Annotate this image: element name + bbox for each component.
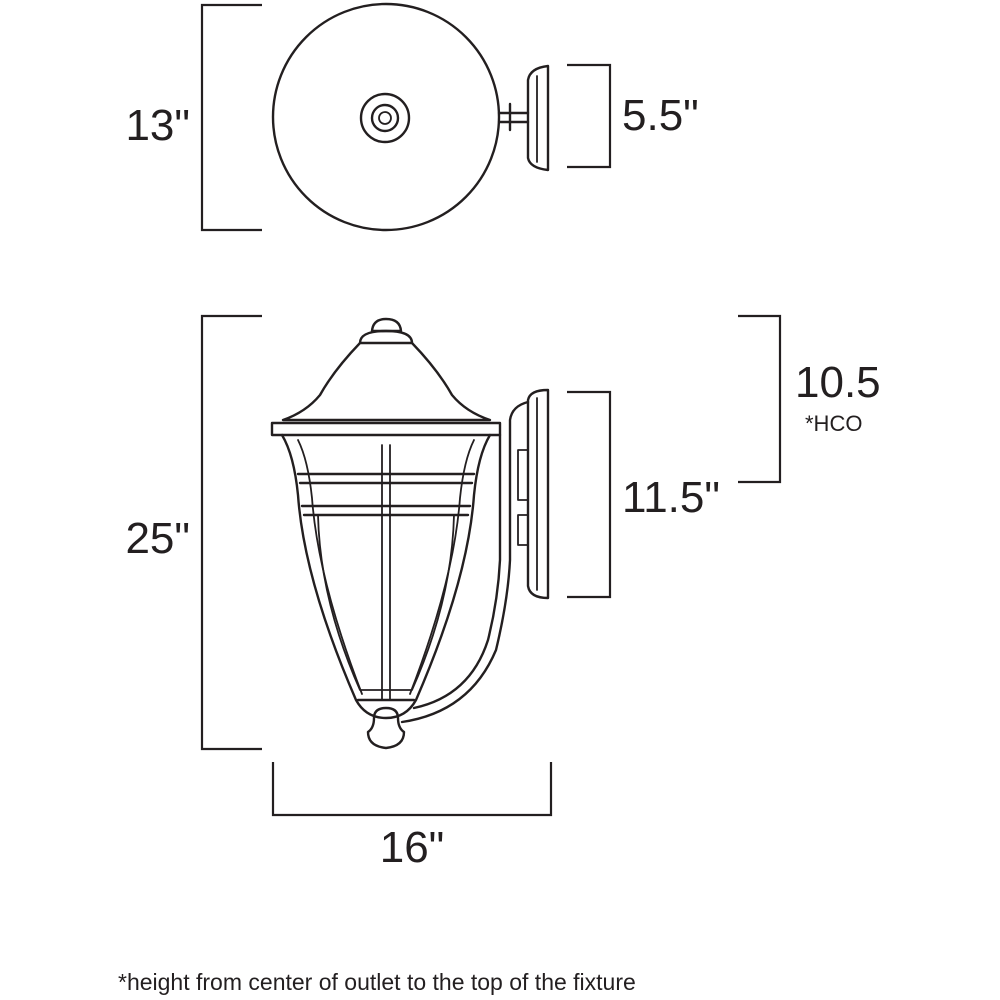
lantern-canopy — [281, 341, 492, 422]
top-view-finial-ring-inner — [370, 103, 400, 133]
depth-dimension-bracket — [200, 3, 262, 232]
hco-note-label: *HCO — [805, 411, 862, 436]
lantern-arm-knuckles — [517, 449, 529, 546]
backplate-width-label: 5.5" — [622, 91, 699, 140]
depth-label: 13" — [125, 101, 190, 150]
lantern-wall-arm — [400, 400, 530, 724]
backplate-height-bracket — [567, 390, 612, 599]
backplate-height-label: 11.5" — [622, 473, 720, 522]
lantern-band-upper — [296, 472, 476, 485]
top-view-finial-center — [378, 111, 392, 125]
lantern-canopy-rim — [270, 421, 502, 437]
hco-value-label: 10.5 — [795, 358, 881, 407]
top-view-backplate — [526, 64, 550, 172]
top-view-finial-ring-outer — [359, 92, 411, 144]
lantern-glass — [317, 514, 455, 691]
top-view-canopy-circle — [271, 2, 501, 232]
footnote: *height from center of outlet to the top… — [118, 969, 636, 995]
lantern-finial — [370, 317, 403, 333]
lantern-backplate — [526, 388, 550, 600]
hco-dimension-bracket — [738, 314, 782, 484]
width-dimension-bracket — [271, 762, 553, 817]
lantern-bottom-finial — [366, 706, 406, 750]
lantern-finial-collar — [358, 329, 414, 345]
width-label: 16" — [380, 823, 445, 872]
backplate-width-bracket — [567, 63, 612, 169]
top-view-arm — [497, 102, 530, 132]
height-label: 25" — [125, 514, 190, 563]
side-view — [200, 314, 782, 817]
height-dimension-bracket — [200, 314, 262, 751]
lantern-center-rib — [381, 444, 391, 701]
lantern-frame-outer — [280, 433, 492, 720]
top-view — [200, 2, 612, 232]
lantern-frame-inner — [297, 439, 475, 695]
lantern-band-lower — [300, 504, 472, 517]
